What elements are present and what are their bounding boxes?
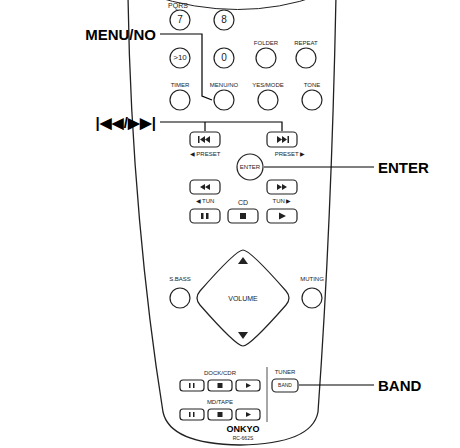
button-label: CD bbox=[238, 199, 248, 206]
brand-name: ONKYO bbox=[226, 425, 259, 434]
button bbox=[236, 409, 260, 420]
button bbox=[208, 380, 232, 391]
button bbox=[258, 90, 278, 110]
leader-lines bbox=[160, 34, 374, 385]
stop-symbol bbox=[240, 213, 246, 219]
enter-button bbox=[237, 154, 263, 180]
top-curve bbox=[150, 0, 320, 10]
button-label: ◀ PRESET bbox=[190, 151, 221, 157]
button-label: TONE bbox=[304, 82, 321, 88]
skip-symbol bbox=[198, 136, 200, 143]
button bbox=[170, 10, 190, 30]
button bbox=[180, 409, 204, 420]
button-label: TUN ▶ bbox=[273, 198, 292, 204]
button bbox=[272, 379, 298, 392]
button bbox=[190, 180, 220, 194]
button-label: ◀ TUN bbox=[196, 198, 215, 204]
leader-line bbox=[160, 122, 282, 131]
button-label: REPEAT bbox=[294, 40, 318, 46]
up-arrow bbox=[238, 257, 248, 264]
button-label: DOCK/CDR bbox=[204, 370, 236, 376]
button-text: BAND bbox=[278, 383, 292, 388]
button bbox=[170, 90, 190, 110]
button-label: FOLDER bbox=[254, 40, 278, 46]
button-label: MENU/NO bbox=[210, 82, 238, 88]
pause-symbol bbox=[201, 213, 204, 219]
button-text: ENTER bbox=[240, 164, 260, 170]
pause-symbol bbox=[189, 412, 191, 417]
button bbox=[190, 132, 220, 147]
button-label: PRESET ▶ bbox=[275, 151, 306, 157]
remote-outline bbox=[128, 0, 336, 445]
callout-label: MENU/NO bbox=[85, 27, 156, 42]
forward-symbol bbox=[277, 184, 287, 190]
button bbox=[228, 209, 258, 223]
divider bbox=[267, 367, 268, 422]
pause-symbol bbox=[206, 213, 209, 219]
button bbox=[180, 380, 204, 391]
skip-symbol bbox=[288, 136, 290, 143]
button bbox=[214, 90, 234, 110]
button-label: PQRS bbox=[168, 2, 188, 9]
pause-symbol bbox=[193, 383, 195, 388]
button bbox=[302, 288, 322, 308]
skip-symbol bbox=[277, 136, 287, 143]
button bbox=[170, 48, 190, 68]
button-label: YES/MODE bbox=[252, 82, 284, 88]
button-label: TUNER bbox=[275, 369, 296, 375]
leader-line bbox=[160, 34, 212, 100]
button bbox=[208, 409, 232, 420]
callout-label: ENTER bbox=[378, 160, 429, 175]
rewind-symbol bbox=[200, 184, 210, 190]
leader-line bbox=[204, 122, 205, 131]
button bbox=[256, 48, 276, 68]
play-symbol bbox=[279, 213, 286, 220]
button bbox=[302, 90, 322, 110]
button bbox=[214, 48, 234, 68]
button-label: S.BASS bbox=[169, 276, 191, 282]
pause-symbol bbox=[193, 412, 195, 417]
stop-symbol bbox=[218, 412, 223, 417]
play-symbol bbox=[246, 412, 251, 417]
button-text: 8 bbox=[221, 15, 227, 25]
stop-symbol bbox=[218, 383, 223, 388]
button bbox=[267, 180, 297, 194]
remote-body bbox=[128, 0, 336, 445]
button-label: MUTING bbox=[300, 276, 324, 282]
model-number: RC-662S bbox=[233, 436, 254, 441]
button bbox=[170, 288, 190, 308]
button bbox=[267, 209, 297, 223]
button-symbols bbox=[189, 136, 289, 417]
button-text: 7 bbox=[177, 15, 183, 25]
volume-pad bbox=[197, 250, 289, 346]
down-arrow bbox=[238, 332, 248, 339]
leader-line bbox=[299, 384, 374, 385]
leader-line bbox=[264, 166, 374, 167]
pause-symbol bbox=[189, 383, 191, 388]
button-label: MD/TAPE bbox=[207, 399, 233, 405]
button-text: >10 bbox=[173, 54, 187, 62]
button-text: 0 bbox=[221, 53, 227, 63]
skip-symbol bbox=[200, 136, 210, 143]
button bbox=[190, 209, 220, 223]
button bbox=[296, 48, 316, 68]
play-symbol bbox=[246, 383, 251, 388]
callout-label: BAND bbox=[378, 378, 421, 393]
button-label: VOLUME bbox=[228, 295, 258, 302]
callout-label: |◀◀/▶▶| bbox=[95, 115, 156, 130]
button bbox=[236, 380, 260, 391]
button bbox=[267, 132, 297, 147]
buttons bbox=[170, 10, 322, 420]
button bbox=[214, 10, 234, 30]
button-label: TIMER bbox=[171, 82, 190, 88]
